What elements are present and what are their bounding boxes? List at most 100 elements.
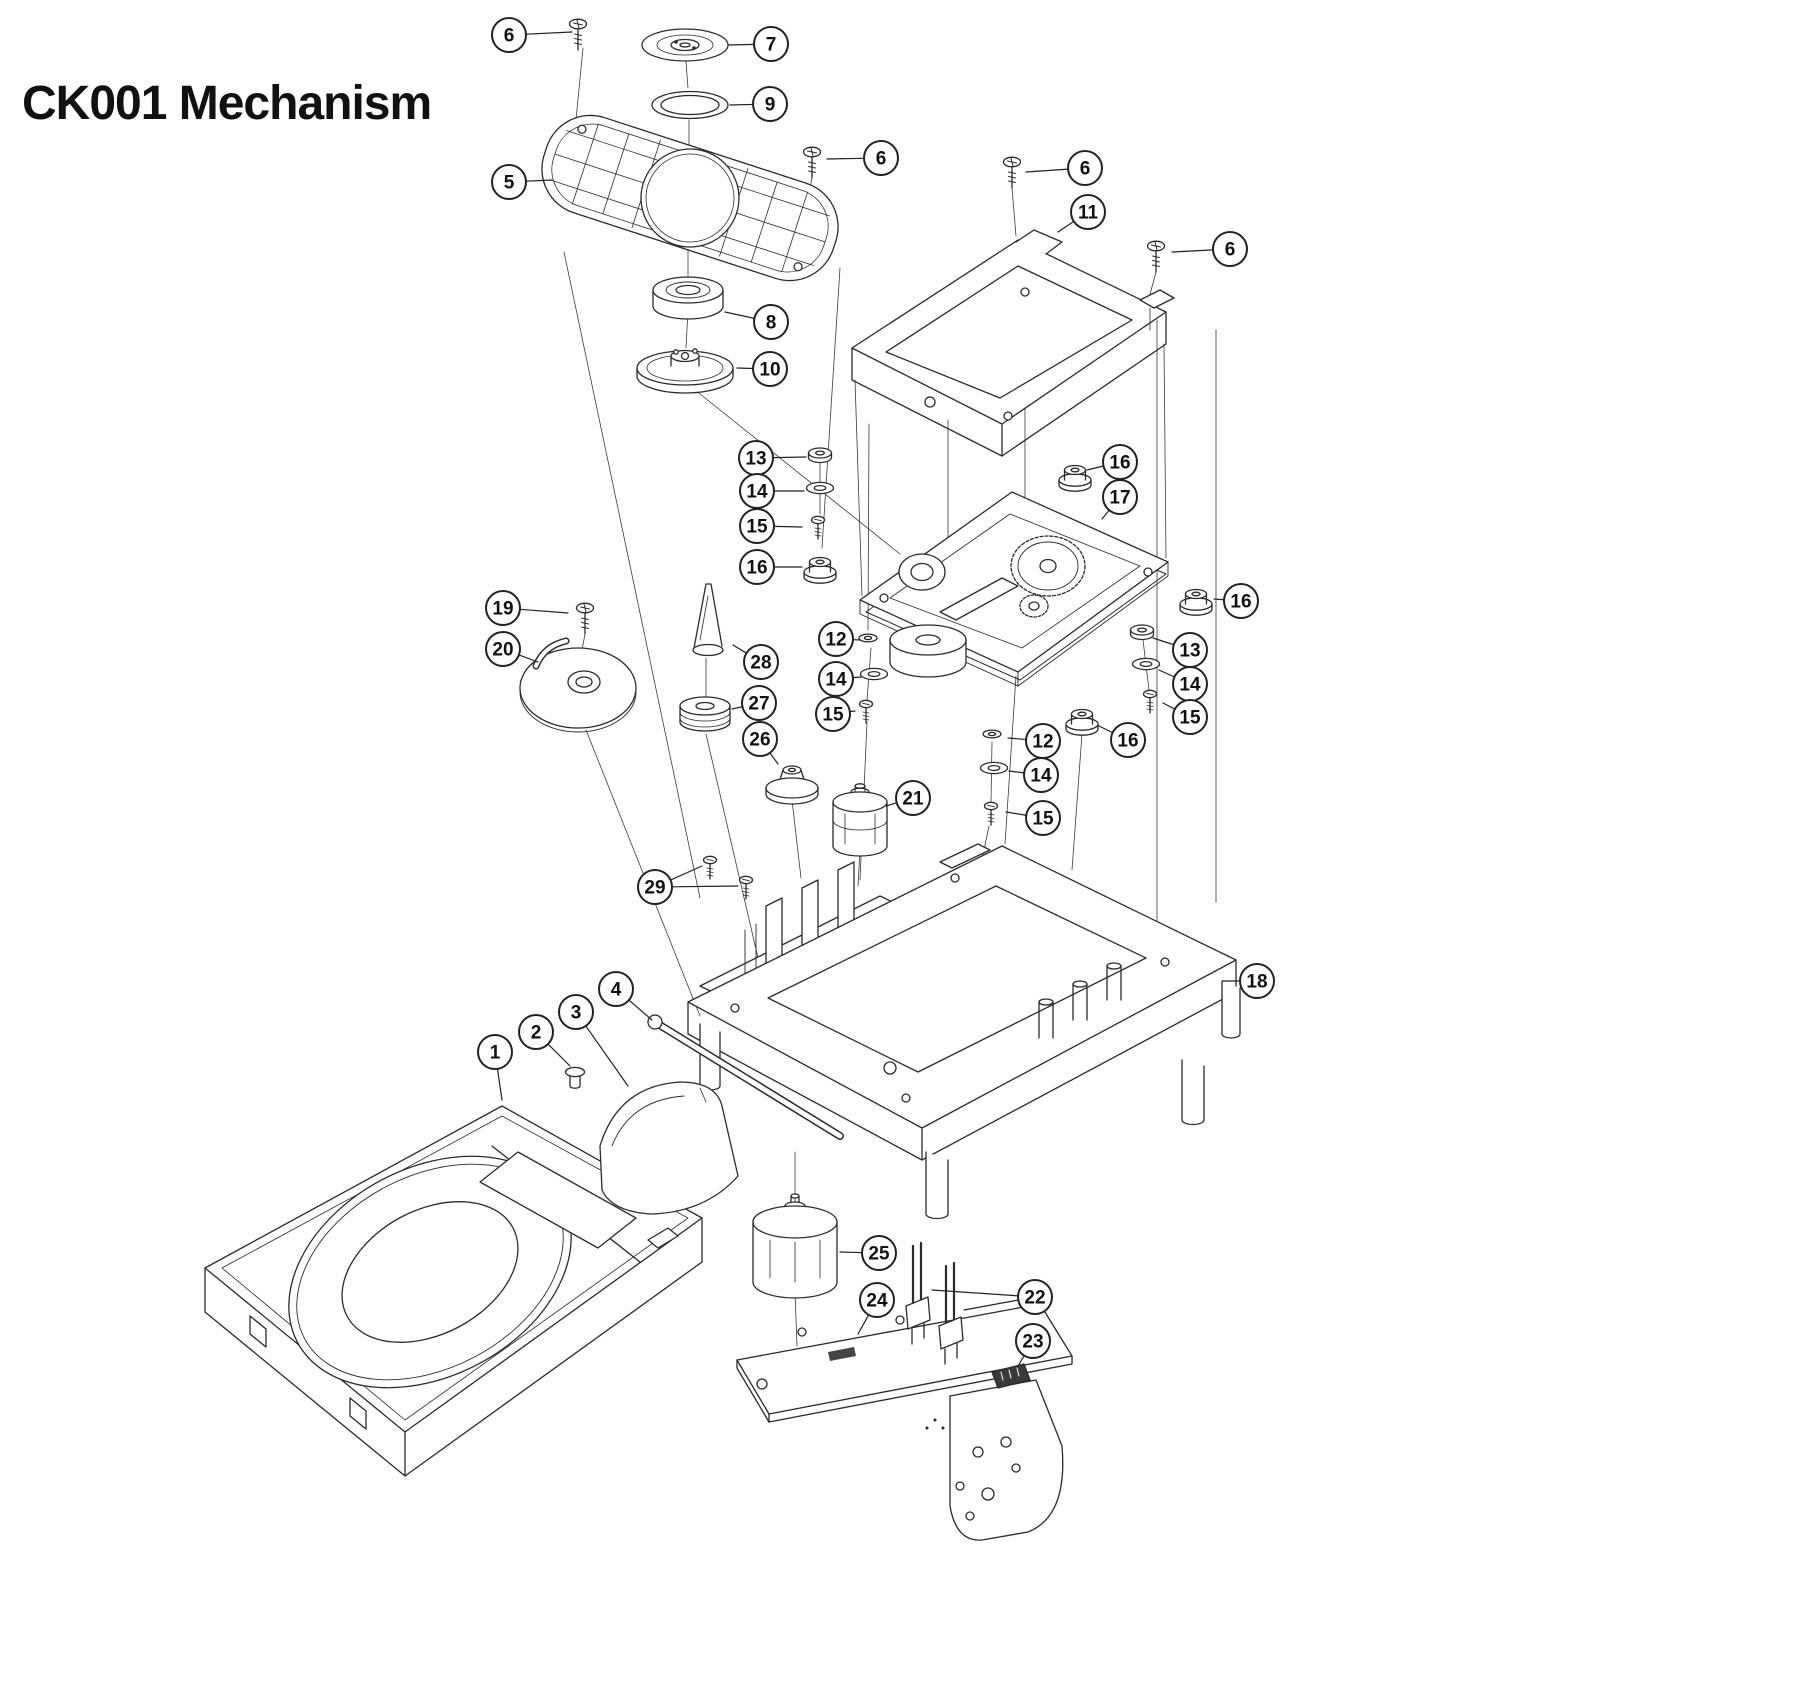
- callout-6: 6: [863, 140, 899, 176]
- switches: [905, 1241, 964, 1365]
- traverse-assembly: [859, 491, 1169, 687]
- callout-leader: [1025, 168, 1069, 173]
- callout-9: 9: [752, 86, 788, 122]
- callout-27: 27: [741, 685, 777, 721]
- svg-text:22: 22: [1024, 1288, 1045, 1309]
- svg-text:6: 6: [1080, 159, 1091, 180]
- svg-text:6: 6: [876, 149, 887, 170]
- top-bracket: [851, 229, 1175, 457]
- svg-text:17: 17: [1109, 488, 1130, 509]
- callout-leader: [931, 1289, 1019, 1297]
- callout-12: 12: [1025, 723, 1061, 759]
- callout-leader: [839, 1251, 863, 1254]
- callout-leader: [885, 802, 898, 807]
- callout-leader: [628, 999, 653, 1021]
- svg-text:3: 3: [571, 1003, 582, 1024]
- callout-6: 6: [491, 17, 527, 53]
- callout-leader: [1057, 220, 1075, 233]
- loading-motor: [752, 1193, 838, 1299]
- callout-leader: [669, 865, 703, 881]
- callout-14: 14: [1023, 757, 1059, 793]
- callout-leader: [1158, 669, 1176, 678]
- callout-leader: [1005, 811, 1027, 816]
- turntable: [636, 348, 734, 394]
- cap-2: [564, 1066, 586, 1089]
- guide-rod: [647, 1014, 844, 1140]
- callout-1: 1: [477, 1034, 513, 1070]
- callout-23: 23: [1015, 1323, 1051, 1359]
- svg-text:15: 15: [1032, 809, 1054, 830]
- callout-8: 8: [753, 304, 789, 340]
- callout-leader: [671, 885, 739, 888]
- callout-leader: [1098, 725, 1114, 734]
- svg-text:19: 19: [492, 599, 513, 620]
- callout-15: 15: [1172, 699, 1208, 735]
- callout-leader: [1017, 1354, 1025, 1367]
- callout-13: 13: [738, 440, 774, 476]
- svg-text:14: 14: [1179, 675, 1201, 696]
- callout-leader: [732, 644, 748, 654]
- svg-text:12: 12: [1032, 732, 1053, 753]
- callout-leader: [772, 456, 807, 459]
- callout-20: 20: [485, 631, 521, 667]
- callout-leader: [496, 1068, 503, 1101]
- callout-18: 18: [1239, 963, 1275, 999]
- svg-text:15: 15: [822, 705, 844, 726]
- svg-text:1: 1: [490, 1043, 501, 1064]
- callout-leader: [1008, 770, 1025, 774]
- callout-4: 4: [598, 971, 634, 1007]
- svg-text:16: 16: [1230, 592, 1251, 613]
- svg-text:20: 20: [492, 640, 513, 661]
- callout-leader: [826, 157, 865, 160]
- magnet-hub: [652, 276, 724, 320]
- callout-leader: [525, 31, 573, 35]
- disc-tray: [204, 1105, 703, 1477]
- base-chassis: [687, 843, 1241, 1220]
- callout-16: 16: [1102, 444, 1138, 480]
- callout-leader: [724, 311, 755, 319]
- callout-6: 6: [1212, 231, 1248, 267]
- callout-16: 16: [1110, 722, 1146, 758]
- pulley: [765, 765, 819, 805]
- callout-26: 26: [742, 721, 778, 757]
- callout-leader: [1171, 249, 1214, 253]
- clamper-disc: [641, 28, 729, 62]
- svg-text:13: 13: [1179, 641, 1200, 662]
- callout-leader: [585, 1025, 629, 1087]
- callout-13: 13: [1172, 632, 1208, 668]
- callout-leader: [728, 43, 755, 46]
- svg-text:14: 14: [825, 670, 847, 691]
- callout-leader: [731, 706, 744, 710]
- callout-leader: [518, 654, 539, 663]
- callout-19: 19: [485, 590, 521, 626]
- svg-text:14: 14: [1030, 766, 1052, 787]
- callout-10: 10: [752, 351, 788, 387]
- svg-text:23: 23: [1022, 1332, 1043, 1353]
- svg-text:28: 28: [750, 653, 771, 674]
- callout-leader: [525, 179, 553, 182]
- callout-14: 14: [818, 661, 854, 697]
- screw-29-group: [702, 855, 754, 900]
- svg-text:18: 18: [1246, 972, 1267, 993]
- callout-leader: [519, 608, 569, 614]
- svg-text:16: 16: [1109, 453, 1130, 474]
- svg-text:9: 9: [765, 95, 776, 116]
- svg-text:13: 13: [745, 449, 766, 470]
- callout-16: 16: [1223, 583, 1259, 619]
- loader-cover: [599, 1081, 739, 1215]
- pcb: [736, 1303, 1073, 1541]
- svg-text:21: 21: [902, 789, 924, 810]
- svg-text:10: 10: [759, 360, 780, 381]
- callout-14: 14: [739, 473, 775, 509]
- motor-21: [832, 783, 888, 857]
- callout-leader: [547, 1043, 571, 1067]
- callout-leader: [1086, 465, 1105, 471]
- svg-text:16: 16: [1117, 731, 1138, 752]
- svg-text:5: 5: [504, 173, 515, 194]
- callout-11: 11: [1070, 194, 1106, 230]
- callout-7: 7: [753, 26, 789, 62]
- svg-text:15: 15: [746, 517, 768, 538]
